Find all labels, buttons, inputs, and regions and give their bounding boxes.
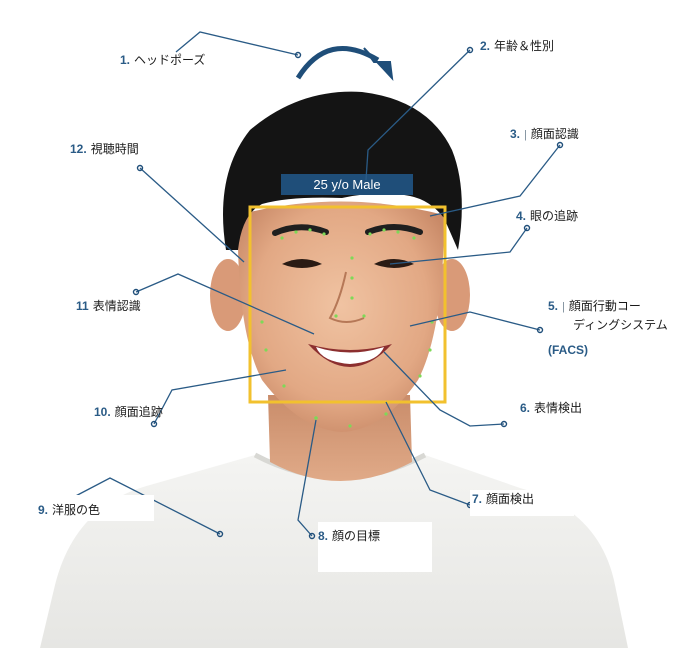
label-number: 9. [38,503,49,517]
label-number: 4. [516,209,527,223]
teeth [316,347,384,364]
label-face-tracking: 10. 顔面追跡 [94,406,163,418]
label-text: 顔面行動コー [568,299,641,313]
label-backdrop [318,522,432,572]
label-clothing-color: 9. 洋服の色 [38,504,100,516]
leader-line-12 [139,167,245,263]
leader-line-7 [385,401,471,506]
right-ear [434,259,470,331]
label-text: 視聴時間 [90,142,139,156]
age-gender-text: 25 y/o Male [313,177,380,192]
left-ear [210,259,246,331]
label-backdrop [470,490,574,516]
label-number: 12. [70,142,87,156]
nose [328,271,365,323]
leader-line-2 [365,49,471,181]
label-face-recognition: 3. | 顔面認識 [510,128,579,141]
face-landmarks-points [260,228,434,428]
leader-line-8 [297,419,317,537]
leader-dots [132,46,564,540]
age-gender-banner [281,174,413,195]
label-number: 5. [548,299,559,313]
label-backdrop [36,495,154,521]
label-facs-line2: ディングシステム [573,318,668,332]
label-text: 表情検出 [534,401,583,415]
label-facs: 5. | 顔面行動コー [548,300,641,313]
arrow-head-icon [363,47,394,81]
label-head-pose: 1. ヘッドポーズ [120,54,205,66]
label-text: 顔面追跡 [114,405,163,419]
label-text: 眼の追跡 [530,209,579,223]
leader-line-1 [175,31,299,56]
leader-line-6 [383,351,505,427]
label-text: 顔の目標 [332,529,381,543]
head-pose-arrow [295,45,380,80]
left-eye [282,259,322,268]
label-face-detection: 7. 顔面検出 [472,493,534,505]
label-text: 顔面認識 [530,127,579,141]
label-text: 表情認識 [92,299,141,313]
label-number: 2. [480,39,491,53]
hair [223,91,462,250]
label-number: 6. [520,401,531,415]
label-expression-recognition: 11 表情認識 [76,300,141,312]
leader-line-3 [429,144,561,217]
label-face-landmarks: 8. 顔の目標 [318,530,380,542]
leader-line-5 [409,311,541,331]
label-number: 8. [318,529,329,543]
leader-lines [67,31,561,537]
leader-line-10 [153,369,287,425]
label-number: 3. [510,127,521,141]
label-text: 顔面検出 [486,492,535,506]
label-eye-tracking: 4. 眼の追跡 [516,210,578,222]
label-view-time: 12. 視聴時間 [70,143,139,155]
label-separator: | [524,129,527,141]
label-number: 11 [76,299,89,313]
right-eyebrow [365,224,423,235]
label-text: 年齢＆性別 [494,39,555,53]
face-detection-box [248,205,447,404]
label-facs-abbrev: (FACS) [548,343,588,357]
label-separator: | [562,301,565,313]
label-expression-detection: 6. 表情検出 [520,402,582,414]
label-text: ヘッドポーズ [134,53,206,67]
leader-line-11 [135,273,315,335]
left-eyebrow [272,224,329,236]
label-number: 7. [472,492,483,506]
leader-line-9 [67,477,221,535]
leader-line-4 [389,227,528,265]
label-text: 洋服の色 [52,503,101,517]
label-number: 10. [94,405,111,419]
label-number: 1. [120,53,131,67]
label-age-gender: 2. 年齢＆性別 [480,40,554,52]
